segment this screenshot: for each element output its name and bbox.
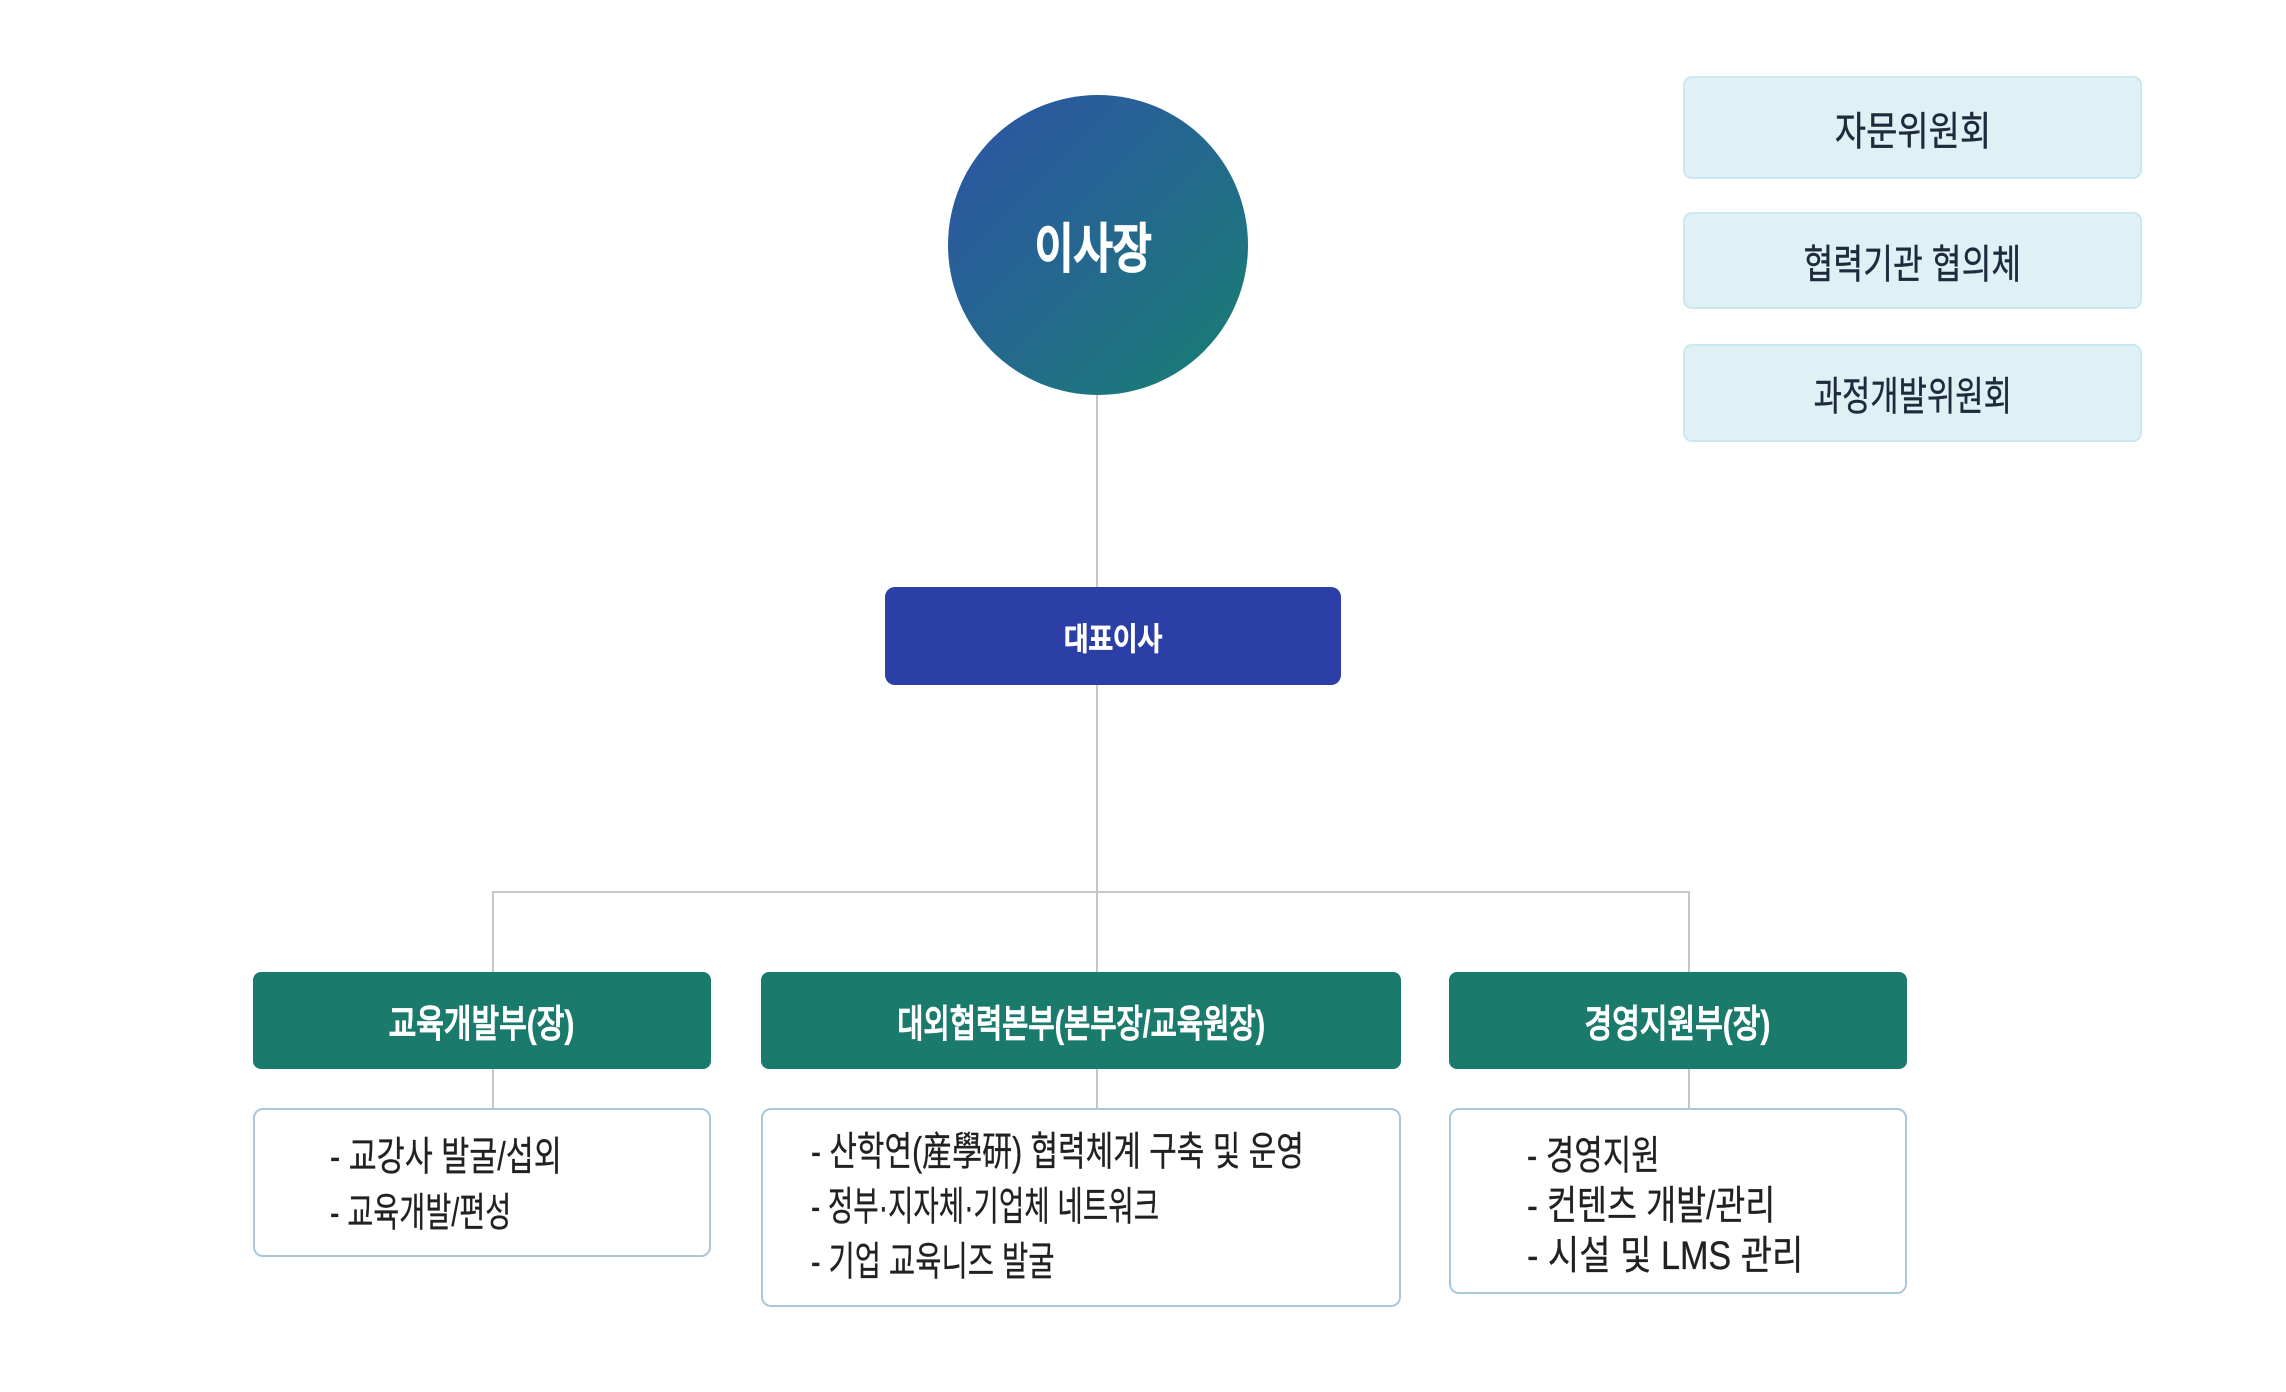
connector-root-to-ceo: [1096, 395, 1098, 587]
chairman-node: 이사장: [948, 95, 1248, 395]
duty-text: - 정부·지자체·기업체 네트워크: [811, 1185, 1160, 1229]
dept-management-support-label: 경영지원부(장): [1585, 1004, 1771, 1046]
committee-partner-council-label: 협력기관 협의체: [1803, 242, 2022, 287]
dept-external-cooperation: 대외협력본부(본부장/교육원장): [761, 972, 1401, 1069]
duty-item: - 시설 및 LMS 관리: [1527, 1231, 1905, 1281]
committee-partner-council: 협력기관 협의체: [1683, 212, 2142, 309]
duty-text: - 산학연(産學研) 협력체계 구축 및 운영: [811, 1130, 1304, 1174]
duty-item: - 컨텐츠 개발/관리: [1527, 1181, 1905, 1231]
duty-item: - 경영지원: [1527, 1131, 1905, 1181]
connector-drop-right: [1688, 891, 1690, 972]
dept-management-support: 경영지원부(장): [1449, 972, 1907, 1069]
connector-drop-left: [492, 891, 494, 972]
duty-item: - 정부·지자체·기업체 네트워크: [811, 1180, 1399, 1235]
connector-ceo-to-branch: [1096, 685, 1098, 972]
detail-external-cooperation: - 산학연(産學研) 협력체계 구축 및 운영 - 정부·지자체·기업체 네트워…: [761, 1108, 1401, 1307]
duty-text: - 교육개발/편성: [330, 1190, 512, 1235]
dept-external-cooperation-label: 대외협력본부(본부장/교육원장): [897, 1004, 1265, 1046]
duty-text: - 기업 교육니즈 발굴: [811, 1240, 1055, 1284]
duty-item: - 교육개발/편성: [330, 1185, 709, 1241]
duty-item: - 산학연(産學研) 협력체계 구축 및 운영: [811, 1125, 1399, 1180]
duty-text: - 컨텐츠 개발/관리: [1527, 1184, 1776, 1228]
committee-course-development-label: 과정개발위원회: [1813, 375, 2012, 419]
committee-advisory: 자문위원회: [1683, 76, 2142, 179]
duty-text: - 교강사 발굴/섭외: [330, 1134, 562, 1179]
dept-education-development-label: 교육개발부(장): [389, 1004, 575, 1046]
detail-education-development: - 교강사 발굴/섭외 - 교육개발/편성: [253, 1108, 711, 1257]
connector-branch-horizontal: [492, 891, 1690, 893]
ceo-node: 대표이사: [885, 587, 1341, 685]
detail-management-support: - 경영지원 - 컨텐츠 개발/관리 - 시설 및 LMS 관리: [1449, 1108, 1907, 1294]
ceo-label: 대표이사: [1063, 621, 1163, 657]
committee-advisory-label: 자문위원회: [1834, 109, 1991, 154]
connector-dept-right-to-detail: [1688, 1069, 1690, 1108]
duty-text: - 경영지원: [1527, 1134, 1660, 1178]
duty-item: - 기업 교육니즈 발굴: [811, 1235, 1399, 1290]
duty-item: - 교강사 발굴/섭외: [330, 1129, 709, 1185]
connector-dept-left-to-detail: [492, 1069, 494, 1108]
duty-text: - 시설 및 LMS 관리: [1527, 1234, 1804, 1278]
dept-education-development: 교육개발부(장): [253, 972, 711, 1069]
chairman-label: 이사장: [1034, 219, 1152, 279]
committee-course-development: 과정개발위원회: [1683, 344, 2142, 442]
connector-dept-center-to-detail: [1096, 1069, 1098, 1108]
